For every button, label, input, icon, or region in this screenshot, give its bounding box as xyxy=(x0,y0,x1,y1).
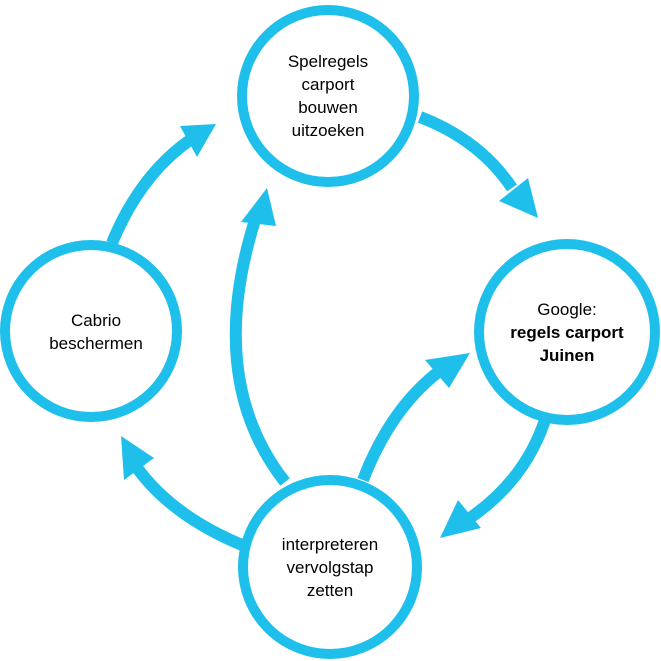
node-top-line: bouwen xyxy=(298,98,358,117)
arrowhead-right xyxy=(499,178,538,218)
node-bottom-line: vervolgstap xyxy=(286,557,374,577)
node-right-query: regels carport xyxy=(510,322,624,342)
node-circle-top xyxy=(237,5,419,187)
node-circle-left xyxy=(0,240,182,422)
node-left-line: Cabrio xyxy=(70,311,122,330)
node-right-heading: Google: xyxy=(537,299,597,319)
node-circle-right xyxy=(474,239,660,425)
arrow-top-to-right xyxy=(417,111,517,192)
arrow-right-to-bottom xyxy=(466,418,551,523)
node-top: Spelregels carport bouwen uitzoeken xyxy=(248,40,408,152)
node-right: Google: regels carport Juinen xyxy=(487,292,647,372)
node-bottom-line: zetten xyxy=(306,580,354,600)
arrow-bottom-to-top xyxy=(229,218,290,486)
arrow-bottom-to-left xyxy=(130,461,245,551)
arrowhead-top xyxy=(180,124,216,157)
node-top-line: Spelregels xyxy=(287,52,369,71)
node-bottom-line: interpreteren xyxy=(281,534,379,554)
arrowhead-top-inner xyxy=(241,188,276,226)
arrowhead-right-inner xyxy=(425,353,470,388)
node-top-line: carport xyxy=(301,75,355,94)
node-right-query: Juinen xyxy=(539,345,595,365)
node-bottom: interpreteren vervolgstap zetten xyxy=(250,529,410,605)
arrow-bottom-to-right xyxy=(357,368,441,483)
node-left: Cabrio beschermen xyxy=(21,306,171,358)
arrowhead-left xyxy=(121,436,154,480)
node-top-line: uitzoeken xyxy=(291,121,365,140)
arrowhead-bottom xyxy=(440,500,481,538)
arrow-left-to-top xyxy=(106,135,194,246)
node-left-line: beschermen xyxy=(49,334,143,353)
node-circle-bottom xyxy=(238,475,422,659)
